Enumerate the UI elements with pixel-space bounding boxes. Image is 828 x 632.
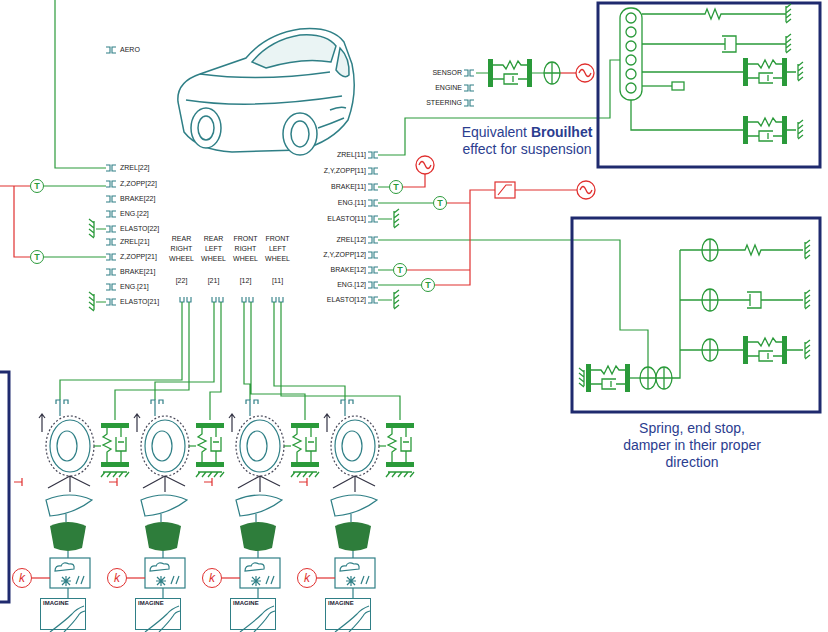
port-label: ELASTO[11] — [290, 214, 366, 224]
wheel-index: [22] — [166, 276, 197, 286]
node-text: T — [425, 280, 431, 290]
gain-circle: k — [12, 568, 32, 588]
callout-note: Equivalent Brouilhet effect for suspensi… — [458, 124, 596, 158]
node-text: k — [114, 571, 120, 585]
wheel-index: [11] — [262, 276, 293, 286]
node-text: T — [397, 265, 403, 275]
transfer-circle: T — [433, 196, 447, 210]
road-image-box: IMAGINE — [40, 598, 86, 630]
wheel-heading: FRONT RIGHT WHEEL — [230, 234, 261, 264]
port-label: ELASTO[22] — [120, 224, 168, 234]
wheel-index: [12] — [230, 276, 261, 286]
port-label: ENG.[12] — [290, 280, 366, 290]
gain-circle: k — [297, 568, 317, 588]
node-text: IMAGINE — [233, 600, 259, 607]
gain-circle: k — [107, 568, 127, 588]
callout-note: Spring, end stop, damper in their proper… — [622, 420, 762, 471]
transfer-circle: T — [389, 180, 403, 194]
port-label: Z,Y,ZOPP[12] — [290, 250, 366, 260]
port-label: ZREL[22] — [120, 163, 168, 173]
port-label: BRAKE[12] — [290, 265, 366, 275]
port-label: ZREL[12] — [290, 235, 366, 245]
transfer-circle: T — [30, 179, 44, 193]
node-text: T — [34, 252, 40, 262]
road-image-box: IMAGINE — [230, 598, 276, 630]
node-text: T — [393, 182, 399, 192]
wheel-heading: REAR LEFT WHEEL — [198, 234, 229, 264]
port-label: Z,ZOPP[22] — [120, 179, 168, 189]
node-text: T — [437, 198, 443, 208]
port-label: SENSOR — [380, 68, 462, 78]
port-label: BRAKE[21] — [120, 267, 168, 277]
node-text: IMAGINE — [43, 600, 69, 607]
transfer-circle: T — [421, 278, 435, 292]
port-label: BRAKE[11] — [290, 182, 366, 192]
port-label: ENGINE — [380, 83, 462, 93]
port-label: ELASTO[21] — [120, 297, 168, 307]
wheel-heading: REAR RIGHT WHEEL — [166, 234, 197, 264]
node-text: IMAGINE — [328, 600, 354, 607]
port-label: AERO — [120, 45, 160, 55]
port-label: BRAKE[22] — [120, 194, 168, 204]
node-text: k — [19, 571, 25, 585]
port-label: Z,Y,ZOPP[11] — [290, 166, 366, 176]
road-image-box: IMAGINE — [325, 598, 371, 630]
transfer-circle: T — [393, 263, 407, 277]
port-label: STEERING — [380, 98, 462, 108]
port-label: Z,ZOPP[21] — [120, 252, 168, 262]
node-text: T — [34, 181, 40, 191]
port-label: ZREL[21] — [120, 237, 168, 247]
wheel-heading: FRONT LEFT WHEEL — [262, 234, 293, 264]
wheel-index: [21] — [198, 276, 229, 286]
port-label: ENG.[21] — [120, 282, 168, 292]
node-text: IMAGINE — [138, 600, 164, 607]
port-label: ENG.[22] — [120, 209, 168, 219]
road-image-box: IMAGINE — [135, 598, 181, 630]
gain-circle: k — [202, 568, 222, 588]
port-label: ZREL[11] — [290, 150, 366, 160]
port-label: ELASTO[12] — [290, 295, 366, 305]
node-text: k — [209, 571, 215, 585]
port-label: ENG.[11] — [290, 198, 366, 208]
node-text: k — [304, 571, 310, 585]
transfer-circle: T — [30, 250, 44, 264]
